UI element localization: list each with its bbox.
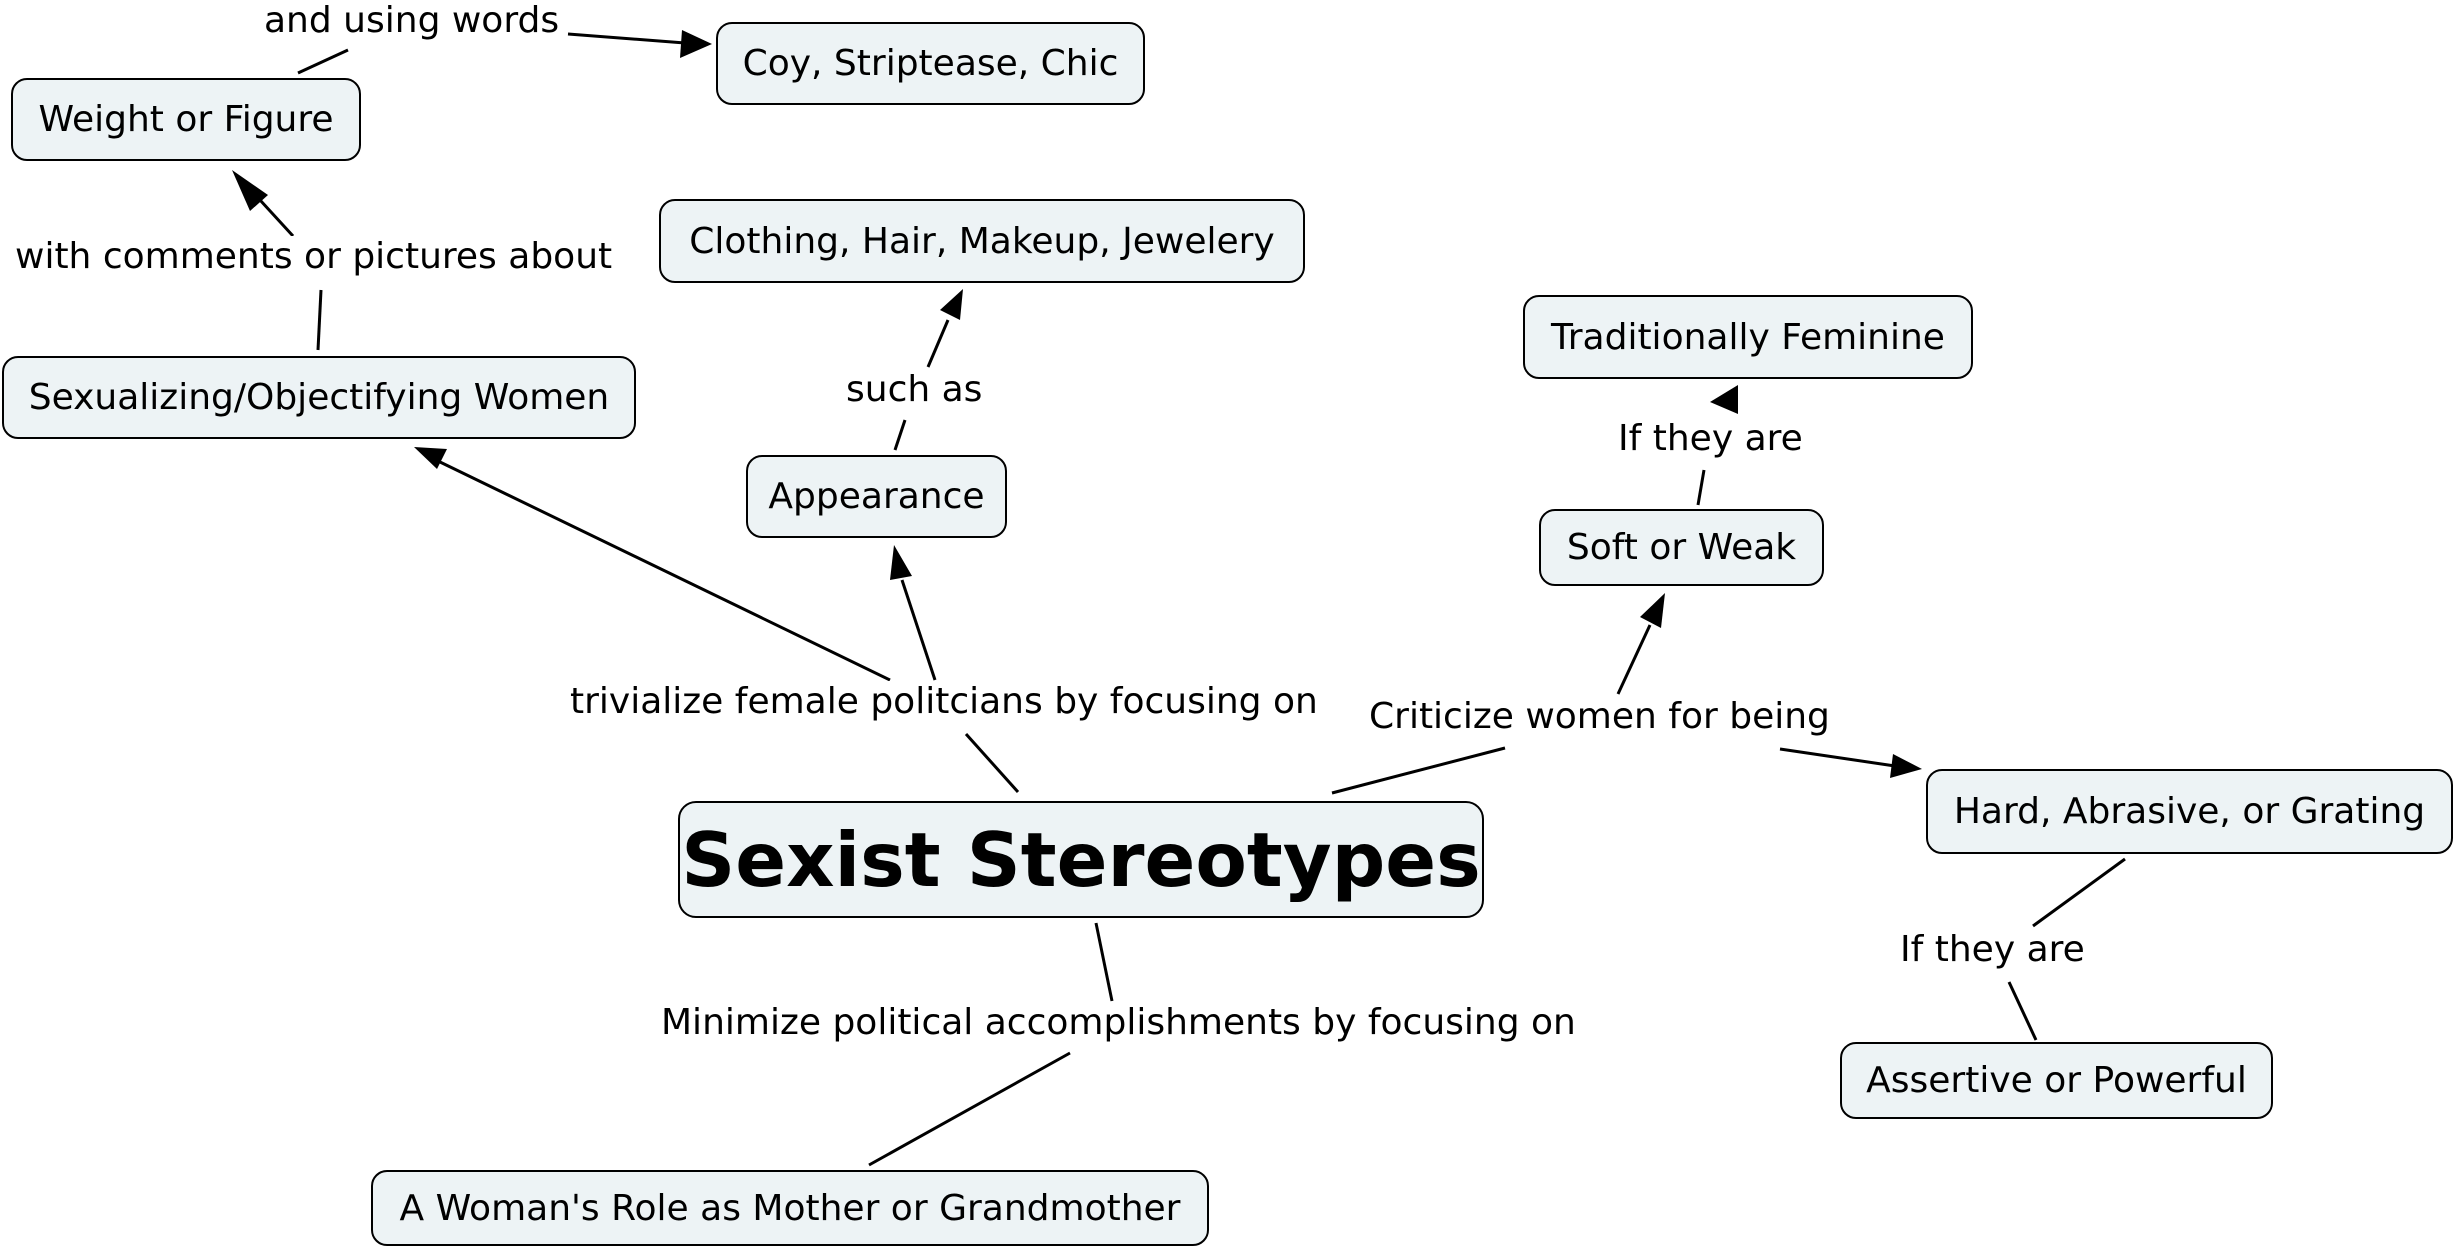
node-soft[interactable]: Soft or Weak [1539,509,1824,586]
link-label-if-they-are-2: If they are [1900,929,2085,971]
node-assertive[interactable]: Assertive or Powerful [1840,1042,2273,1119]
link-label-criticize: Criticize women for being [1369,696,1830,738]
arrowhead-weight [232,170,268,211]
connector-center-trivialize [964,732,1020,794]
connector-sexualizing-comments [316,289,323,351]
connector-center-minimize [1094,922,1114,1002]
node-clothing[interactable]: Clothing, Hair, Makeup, Jewelery [659,199,1305,283]
connector-minimize-mother [868,1051,1071,1167]
arrowhead-feminine [1710,385,1738,414]
arrowhead-soft [1640,593,1665,628]
connector-hard-iftheyare2 [2032,857,2126,928]
connector-trivialize-sexualizing [439,460,891,682]
connector-criticize-hard [1779,747,1896,768]
connector-suchas-clothing [926,319,950,368]
node-sexist-stereotypes[interactable]: Sexist Stereotypes [678,801,1484,918]
link-label-with-comments: with comments or pictures about [15,236,613,278]
arrowhead-hard [1890,754,1922,778]
arrowhead-sexualizing [414,447,447,469]
connector-comments-weight [258,198,295,238]
node-weight[interactable]: Weight or Figure [11,78,361,161]
node-hard[interactable]: Hard, Abrasive, or Grating [1926,769,2453,854]
link-label-and-using-words: and using words [264,0,560,42]
connector-criticize-soft [1616,624,1652,695]
arrowhead-appearance [890,545,912,580]
connector-weight-words [297,48,349,75]
node-feminine[interactable]: Traditionally Feminine [1523,295,1973,379]
link-label-trivialize: trivialize female politcians by focusing… [570,681,1318,723]
arrowhead-clothing [940,289,963,320]
connector-soft-iftheyare [1696,469,1706,506]
link-label-such-as: such as [846,369,983,411]
link-label-if-they-are-1: If they are [1618,418,1803,460]
link-label-minimize: Minimize political accomplishments by fo… [661,1002,1576,1044]
arrowhead-coy [680,30,712,58]
node-mother[interactable]: A Woman's Role as Mother or Grandmother [371,1170,1209,1246]
node-sexualizing[interactable]: Sexualizing/Objectifying Women [2,356,636,439]
connector-center-criticize [1331,746,1506,795]
connector-words-coy [567,32,686,45]
connector-iftheyare2-assertive [2007,981,2038,1041]
connector-appearance-suchas [893,419,907,451]
connector-trivialize-appearance [900,579,937,681]
node-coy[interactable]: Coy, Striptease, Chic [716,22,1145,105]
node-appearance[interactable]: Appearance [746,455,1007,538]
